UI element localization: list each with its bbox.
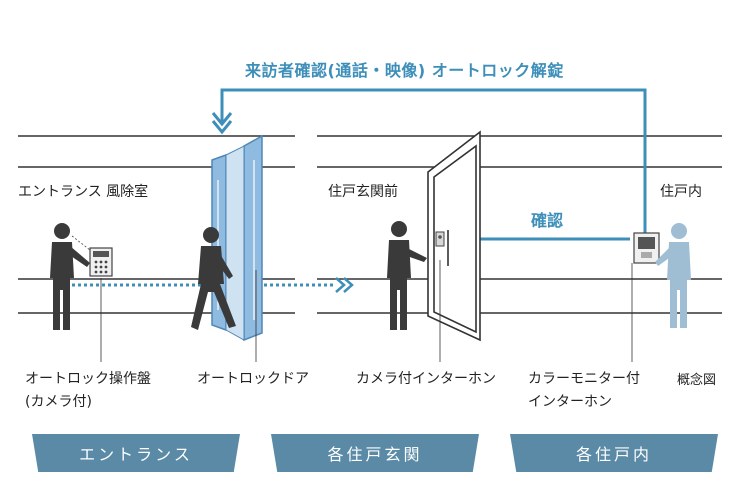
autolock-panel-caption: オートロック操作盤 [25, 371, 151, 387]
area-label-entrance-vestibule: エントランス 風除室 [18, 184, 149, 200]
walking-resident-figure [191, 227, 236, 330]
autolock-door-caption: オートロックドア [197, 371, 309, 387]
area-label-front-of-unit: 住戸玄関前 [328, 184, 398, 200]
visitor-at-door-figure [387, 221, 427, 330]
tab-inside-unit: 各住戸内 [510, 434, 718, 472]
visitor-at-panel-figure [50, 223, 90, 330]
camera-intercom-caption: カメラ付インターホン [356, 371, 496, 387]
leader-lines [100, 270, 257, 362]
concept-note: 概念図 [677, 373, 717, 388]
confirm-label: 確認 [531, 211, 564, 230]
autolock-panel-caption-sub: (カメラ付) [25, 394, 92, 410]
monitor-intercom-caption: カラーモニター付 [528, 371, 640, 387]
tab-entrance: エントランス [32, 434, 240, 472]
unit-front-door [427, 130, 481, 342]
tab-unit-entrance: 各住戸玄関 [271, 434, 479, 472]
camera-intercom-device [435, 231, 445, 362]
resident-inside-figure [655, 223, 691, 328]
top-flow-arrow [211, 88, 647, 233]
monitor-intercom-caption-sub: インターホン [528, 394, 612, 410]
monitor-intercom-device [631, 232, 660, 362]
autolock-panel [71, 235, 113, 277]
unit-walls [317, 135, 722, 314]
area-label-inside-unit: 住戸内 [660, 184, 702, 200]
autolock-door [211, 134, 263, 342]
top-flow-label: 来訪者確認(通話・映像) オートロック解錠 [245, 61, 564, 80]
